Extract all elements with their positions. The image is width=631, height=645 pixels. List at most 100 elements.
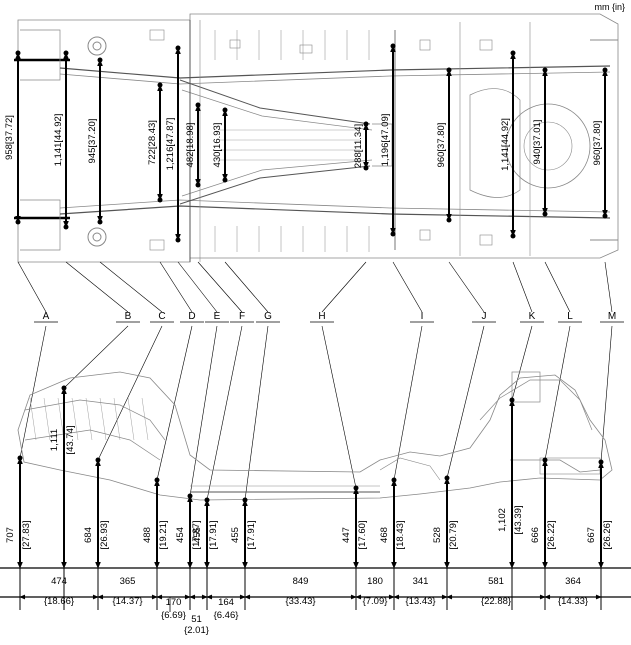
spacing-label-in: {2.01} <box>184 625 209 636</box>
point-label-g: G <box>264 311 272 322</box>
plan-view <box>14 13 619 263</box>
height-label-in: [43.39] <box>513 505 524 534</box>
measure-point <box>542 457 548 463</box>
arrow-head <box>542 69 548 77</box>
bracket <box>229 39 241 49</box>
measure-point <box>61 385 67 391</box>
measure-point <box>175 237 181 243</box>
measure-point <box>242 497 248 503</box>
leader-line-top <box>17 261 47 313</box>
spacing-label-mm: 474 <box>51 576 67 587</box>
leader-line-top <box>159 261 193 313</box>
arrow-head <box>63 52 69 60</box>
arrow-head <box>184 594 191 600</box>
arrow-head <box>244 594 251 600</box>
arrow-head <box>175 233 181 241</box>
point-label-d: D <box>188 311 195 322</box>
width-dimension-label: 960[37.80] <box>436 123 447 168</box>
point-label-m: M <box>608 311 616 322</box>
height-label-in: [20.79] <box>448 520 459 549</box>
measure-point <box>157 82 163 88</box>
spacing-label-mm: 170 <box>166 597 182 608</box>
side-view-heights: 707[27.83]1,111[43.74]684[26.93]488[19.2… <box>5 385 613 569</box>
spacing-label-in: {13.43} <box>405 596 435 607</box>
arrow-head <box>595 594 602 600</box>
strut-tower-left <box>87 36 107 56</box>
arrow-head <box>95 459 101 467</box>
spacing-label-mm: 180 <box>367 576 383 587</box>
arrow-head <box>15 215 21 223</box>
width-dimension-label: 1,141[44.92] <box>500 118 511 171</box>
arrow-head <box>63 220 69 228</box>
leader-line-bottom <box>446 325 485 479</box>
height-label-mm: 447 <box>341 527 352 543</box>
spacing-label-mm: 164 <box>218 597 234 608</box>
front-structure-hatch <box>71 397 79 441</box>
spacing-label-in: {18.66} <box>44 596 74 607</box>
point-label-k: K <box>529 311 536 322</box>
leader-line-top <box>177 261 218 313</box>
arrow-head <box>154 479 160 487</box>
arrow-head <box>509 399 515 407</box>
height-label-in: [19.21] <box>158 520 169 549</box>
arrow-head <box>222 173 228 181</box>
leader-line-top <box>544 261 571 313</box>
arrow-head <box>390 45 396 53</box>
bracket <box>479 39 493 51</box>
leader-line-top <box>512 261 533 313</box>
front-structure-hatch <box>113 397 121 441</box>
arrow-head <box>355 594 362 600</box>
width-dimension-label: 1,141[44.92] <box>53 114 64 167</box>
measure-point <box>390 231 396 237</box>
measure-point <box>15 50 21 56</box>
point-label-j: J <box>482 311 487 322</box>
side-rail-left <box>59 65 611 79</box>
strut-tower-right <box>87 227 107 247</box>
front-right-structure <box>20 199 61 251</box>
width-dimension-label: 1,216[47.87] <box>165 118 176 171</box>
bracket <box>149 239 165 251</box>
measure-point <box>222 107 228 113</box>
point-label-f: F <box>239 311 245 322</box>
height-label-mm: 684 <box>83 527 94 543</box>
front-subframe <box>24 399 166 441</box>
spacing-label-in: {22.88} <box>481 596 511 607</box>
arrow-head <box>510 229 516 237</box>
spacing-label-mm: 581 <box>488 576 504 587</box>
measure-point <box>195 182 201 188</box>
arrow-head <box>175 47 181 55</box>
width-dimension-label: 722[28.43] <box>147 120 158 165</box>
height-label-mm: 455 <box>230 527 241 543</box>
frame-diag-lower <box>179 165 371 205</box>
height-label-mm: 1,102 <box>497 508 508 532</box>
arrow-head <box>242 499 248 507</box>
rear-suspension-area <box>469 88 521 198</box>
arrow-head <box>222 109 228 117</box>
arrow-head <box>598 461 604 469</box>
measure-point <box>157 197 163 203</box>
spacing-label-in: {6.46} <box>214 610 239 621</box>
arrow-head <box>350 594 357 600</box>
arrow-head <box>542 459 548 467</box>
height-label-mm: 707 <box>5 527 16 543</box>
height-label-mm: 454 <box>175 527 186 543</box>
leader-line-bottom <box>63 325 129 389</box>
spacing-label-mm: 365 <box>120 576 136 587</box>
leader-line-top <box>604 261 613 313</box>
width-dimension-label: 960[37.80] <box>592 121 603 166</box>
height-label-in: [18.43] <box>395 520 406 549</box>
width-dimension-label: 482[18.98] <box>185 123 196 168</box>
arrow-head <box>157 193 163 201</box>
bracket <box>149 29 165 41</box>
spacing-label-mm: 364 <box>565 576 581 587</box>
measure-point <box>542 67 548 73</box>
side-view <box>17 371 613 501</box>
arrow-head <box>15 52 21 60</box>
point-label-e: E <box>214 311 221 322</box>
measure-point <box>444 475 450 481</box>
height-label-in: [17.87] <box>191 520 202 549</box>
plan-outline <box>17 13 619 263</box>
